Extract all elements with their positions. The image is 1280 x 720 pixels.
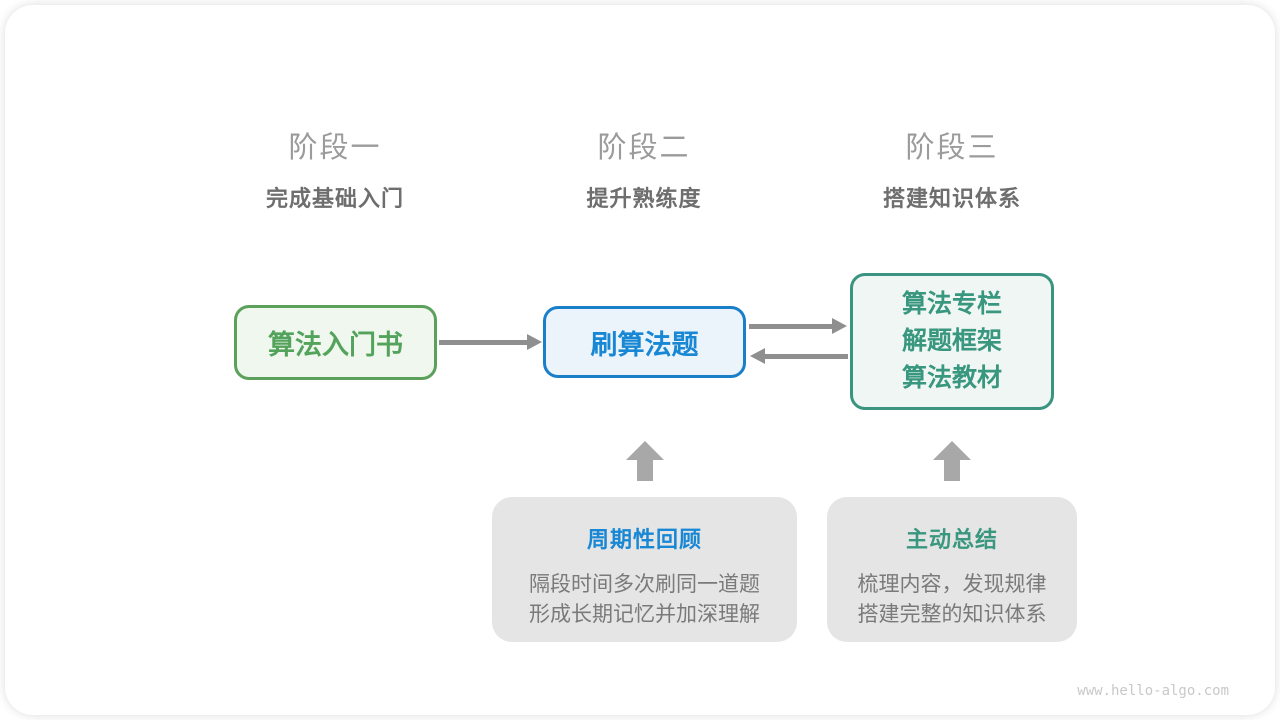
diagram-card: 阶段一 完成基础入门 阶段二 提升熟练度 阶段三 搭建知识体系 算法入门书 刷算… <box>5 5 1275 715</box>
stage-1-subtitle: 完成基础入门 <box>265 186 405 211</box>
callout-summary-line-2: 搭建完整的知识体系 <box>857 603 1047 626</box>
arrowhead-up-icon <box>933 441 971 460</box>
arrow-up-stem <box>637 460 653 481</box>
flow-box-advanced-line-2: 解题框架 <box>901 327 1002 355</box>
flow-box-advanced-line-3: 算法教材 <box>901 364 1002 392</box>
arrowhead-left-icon <box>750 348 765 364</box>
stage-1-title: 阶段一 <box>288 132 382 164</box>
stage-1-header: 阶段一 完成基础入门 <box>266 134 404 210</box>
stage-3-header: 阶段三 搭建知识体系 <box>883 134 1021 210</box>
callout-periodic-review: 周期性回顾 隔段时间多次刷同一道题 形成长期记忆并加深理解 <box>492 497 797 642</box>
flow-box-intro-label: 算法入门书 <box>268 330 403 360</box>
arrow-up-stem <box>944 460 960 481</box>
callout-review-line-1: 隔段时间多次刷同一道题 <box>529 573 760 596</box>
arrow-right-icon <box>749 318 847 334</box>
flow-box-practice-label: 刷算法题 <box>590 329 699 360</box>
callout-active-summary: 主动总结 梳理内容，发现规律 搭建完整的知识体系 <box>827 497 1077 642</box>
arrow-left-icon <box>750 348 848 364</box>
stage-3-title: 阶段三 <box>905 132 999 164</box>
arrow-up-icon <box>933 441 971 481</box>
watermark: www.hello-algo.com <box>1077 683 1229 699</box>
arrow-right-icon <box>439 334 542 350</box>
callout-summary-line-1: 梳理内容，发现规律 <box>857 573 1047 596</box>
flow-box-intro-book: 算法入门书 <box>234 305 437 380</box>
callout-summary-title: 主动总结 <box>905 527 998 552</box>
flow-box-advanced-line-1: 算法专栏 <box>901 290 1002 318</box>
arrowhead-up-icon <box>626 441 664 460</box>
callout-summary-body: 梳理内容，发现规律 搭建完整的知识体系 <box>827 570 1077 630</box>
stage-2-title: 阶段二 <box>597 132 691 164</box>
callout-review-title: 周期性回顾 <box>586 527 702 552</box>
flow-box-practice: 刷算法题 <box>543 306 746 378</box>
arrowhead-right-icon <box>832 318 847 334</box>
callout-review-body: 隔段时间多次刷同一道题 形成长期记忆并加深理解 <box>492 570 797 630</box>
stage-2-header: 阶段二 提升熟练度 <box>586 134 701 210</box>
stage-3-subtitle: 搭建知识体系 <box>882 186 1022 211</box>
stage-2-subtitle: 提升熟练度 <box>586 186 702 211</box>
flow-box-advanced-materials: 算法专栏 解题框架 算法教材 <box>850 273 1054 410</box>
arrow-up-icon <box>626 441 664 481</box>
arrowhead-right-icon <box>527 334 542 350</box>
callout-review-line-2: 形成长期记忆并加深理解 <box>529 603 760 626</box>
